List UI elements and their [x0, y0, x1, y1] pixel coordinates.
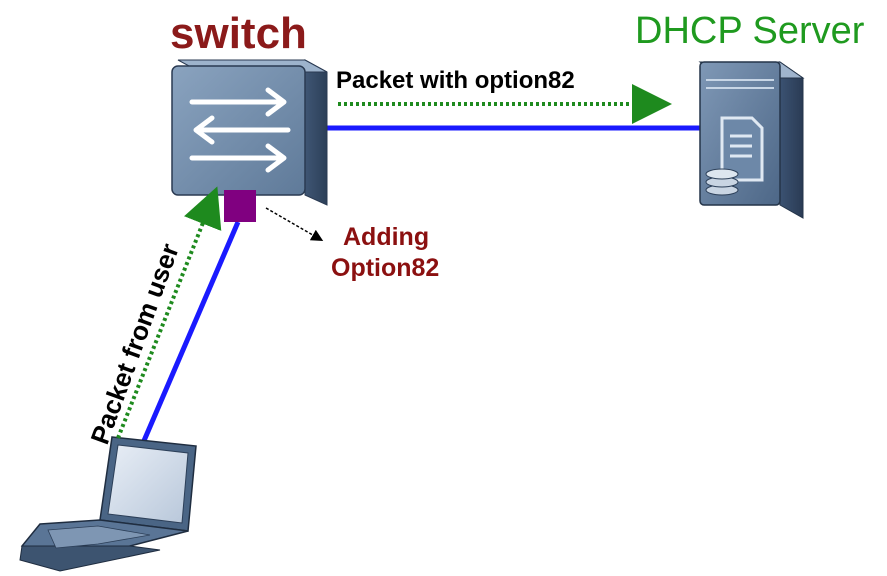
packet-with-option-label: Packet with option82 [336, 67, 575, 94]
network-switch-icon [171, 59, 328, 206]
switch-title: switch [170, 9, 307, 58]
dhcp-server-icon [698, 61, 805, 219]
dhcp-server-title: DHCP Server [635, 10, 865, 52]
adding-label-line2: Option82 [331, 254, 439, 282]
laptop-icon [19, 436, 197, 572]
adding-pointer-arrow [265, 207, 324, 241]
port-marker [224, 190, 256, 222]
packet-from-user-label: Packet from user [84, 240, 184, 449]
link-laptop-to-switch [137, 221, 241, 451]
adding-label-line1: Adding [343, 223, 429, 251]
